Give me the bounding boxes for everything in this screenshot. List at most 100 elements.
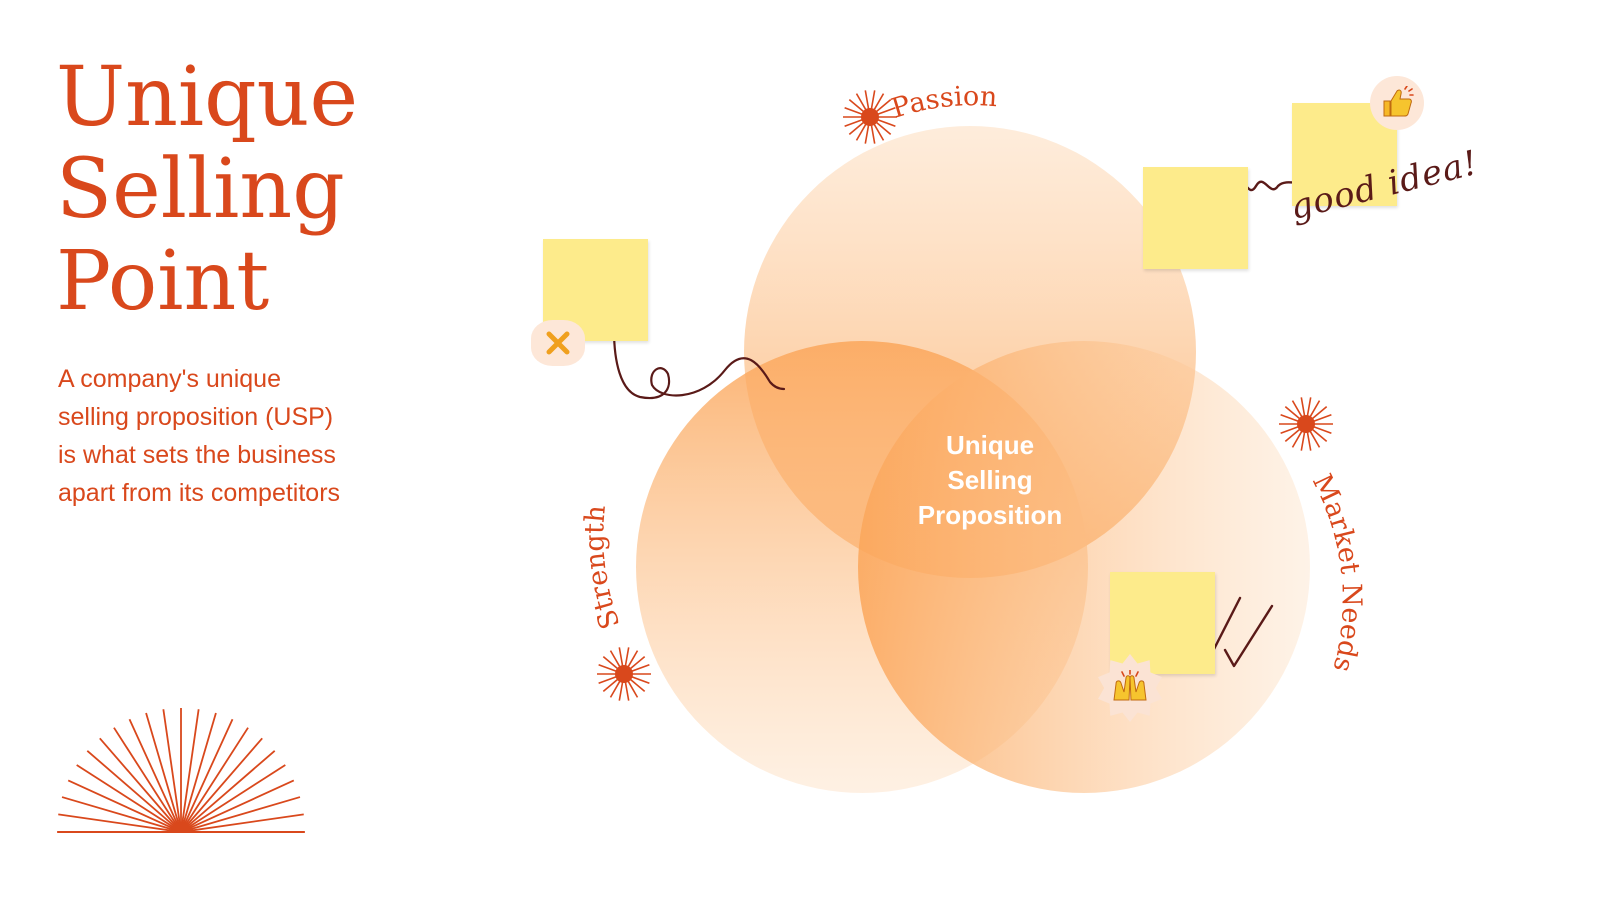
sunburst-ray xyxy=(181,718,234,829)
starburst-core xyxy=(615,665,633,683)
label-strength: Strength xyxy=(579,504,626,633)
starburst-ray xyxy=(872,121,885,141)
starburst-ray xyxy=(1310,427,1328,442)
center-label-line-2: Selling xyxy=(947,465,1033,495)
sunburst-ray xyxy=(182,727,249,830)
starburst-ray xyxy=(1291,400,1304,420)
starburst-ray xyxy=(598,664,619,673)
starburst-ray xyxy=(870,122,876,144)
starburst-ray xyxy=(864,90,870,112)
starburst-ray xyxy=(618,647,624,669)
starburst-ray xyxy=(1280,425,1301,434)
label-passion-text: Passion xyxy=(888,81,998,124)
starburst-icon xyxy=(843,90,897,144)
starburst-ray xyxy=(855,93,868,113)
starburst-ray xyxy=(1300,397,1306,419)
starburst-ray xyxy=(1311,425,1332,434)
sunburst-ray xyxy=(99,737,180,830)
sunburst-ray xyxy=(145,712,181,829)
starburst-ray xyxy=(628,677,646,692)
starburst-ray xyxy=(624,647,630,669)
starburst-ray xyxy=(1306,429,1312,451)
starburst-ray xyxy=(875,118,896,127)
starburst-core xyxy=(1297,415,1315,433)
sunburst-ray xyxy=(67,779,178,832)
starburst-ray xyxy=(1284,406,1302,421)
starburst-ray xyxy=(1308,428,1321,448)
starburst-ray xyxy=(602,656,620,671)
page-title: Unique Selling Point xyxy=(56,52,358,328)
center-label-line-1: Unique xyxy=(945,430,1035,460)
starburst-ray xyxy=(1284,427,1302,442)
starburst-ray xyxy=(844,107,865,116)
sunburst-ray xyxy=(180,709,200,829)
starburst-ray xyxy=(1311,414,1332,423)
title-line-3: Point xyxy=(56,234,270,329)
thumbs-up-glyph xyxy=(1383,86,1414,117)
center-label-line-3: Proposition xyxy=(917,500,1063,530)
sunburst-ray xyxy=(181,712,217,829)
starburst-ray xyxy=(618,679,624,701)
starburst-ray xyxy=(628,656,646,671)
starburst-ray xyxy=(872,93,885,113)
sunburst-core xyxy=(172,823,190,832)
starburst-ray xyxy=(624,679,630,701)
starburst-ray xyxy=(874,120,892,135)
sunburst-ray xyxy=(183,750,276,831)
circle-market-needs xyxy=(858,341,1310,793)
starburst-ray xyxy=(626,678,639,698)
starburst-ray xyxy=(1280,414,1301,423)
sticky-note-bottom-right xyxy=(1110,572,1215,674)
label-strength-text: Strength xyxy=(579,504,626,633)
sunburst-ray xyxy=(61,796,178,832)
starburst-ray xyxy=(629,675,650,684)
thumbs-up-icon xyxy=(1370,76,1424,130)
sunburst-ray xyxy=(184,813,304,833)
sticky-note-top-middle xyxy=(1143,167,1248,269)
starburst-ray xyxy=(602,677,620,692)
description-line-1: A company's unique xyxy=(58,365,281,393)
sunburst-ray xyxy=(128,718,181,829)
starburst-ray xyxy=(848,99,866,114)
starburst-ray xyxy=(855,121,868,141)
label-market-needs: Market Needs xyxy=(1306,469,1367,675)
starburst-ray xyxy=(609,650,622,670)
sunburst-icon xyxy=(57,708,305,833)
center-label: Unique Selling Proposition xyxy=(840,428,1140,533)
starburst-ray xyxy=(1300,429,1306,451)
starburst-ray xyxy=(629,664,650,673)
cross-glyph xyxy=(546,331,570,355)
sunburst-ray xyxy=(58,813,178,833)
sunburst-ray xyxy=(113,727,180,830)
starburst-ray xyxy=(1308,400,1321,420)
starburst-ray xyxy=(1310,406,1328,421)
sunburst-ray xyxy=(162,709,182,829)
sunburst-ray xyxy=(182,737,263,830)
squiggle-doodle xyxy=(612,328,786,400)
starburst-ray xyxy=(626,650,639,670)
description-line-4: apart from its competitors xyxy=(58,479,341,507)
cross-icon xyxy=(531,320,585,366)
sunburst-ray xyxy=(184,779,295,832)
description-line-2: selling proposition (USP) xyxy=(58,403,334,431)
starburst-ray xyxy=(874,99,892,114)
starburst-ray xyxy=(1291,428,1304,448)
description: A company's unique selling proposition (… xyxy=(58,360,388,512)
starburst-icon xyxy=(597,647,651,701)
title-line-2: Selling xyxy=(56,142,345,237)
sunburst-ray xyxy=(183,764,286,831)
starburst-ray xyxy=(864,122,870,144)
sunburst-ray xyxy=(86,750,179,831)
starburst-ray xyxy=(870,90,876,112)
starburst-icon xyxy=(1279,397,1333,451)
sunburst-ray xyxy=(76,764,179,831)
title-line-1: Unique xyxy=(56,50,358,145)
description-line-3: is what sets the business xyxy=(58,441,336,469)
starburst-ray xyxy=(598,675,619,684)
sunburst-ray xyxy=(184,796,301,832)
starburst-core xyxy=(861,108,879,126)
starburst-ray xyxy=(848,120,866,135)
starburst-ray xyxy=(609,678,622,698)
starburst-ray xyxy=(875,107,896,116)
